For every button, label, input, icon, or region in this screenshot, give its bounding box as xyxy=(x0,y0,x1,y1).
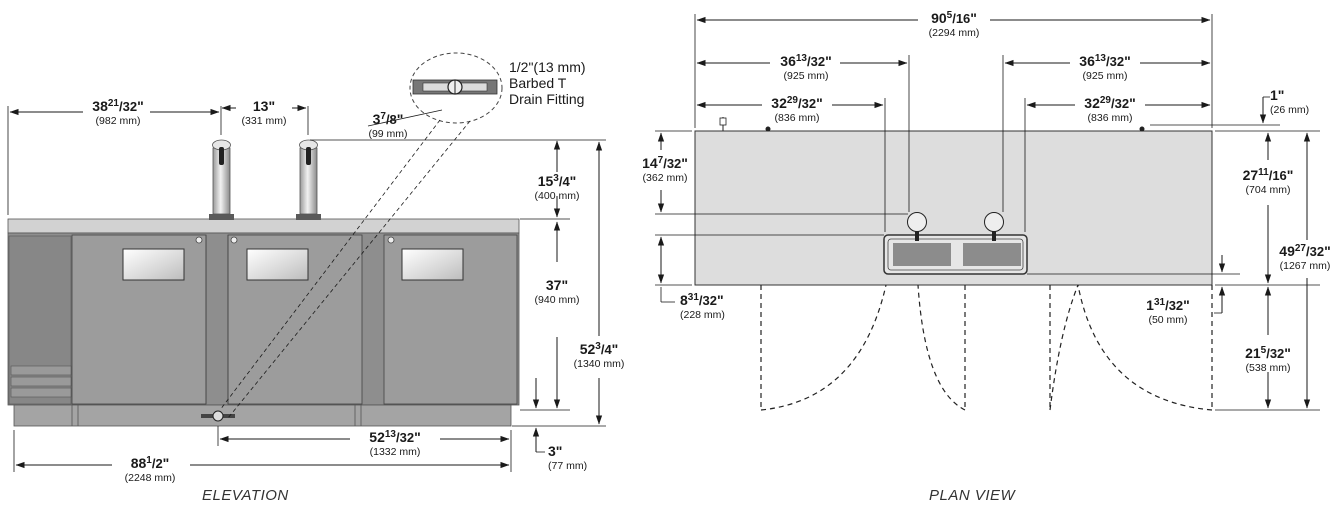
fitting-detail-callout xyxy=(219,52,503,419)
fitting-label: 1/2"(13 mm) Barbed T Drain Fitting xyxy=(509,59,586,107)
plan-view xyxy=(655,14,1320,411)
drip-tray xyxy=(883,234,1028,275)
svg-text:881/2": 881/2" xyxy=(131,455,170,471)
svg-text:131/32": 131/32" xyxy=(1146,297,1190,313)
fitting-type-text: Barbed T xyxy=(509,75,567,91)
svg-text:3229/32": 3229/32" xyxy=(1084,95,1135,111)
svg-text:37": 37" xyxy=(546,277,568,293)
plan-tap-left xyxy=(907,212,927,241)
cabinet-top xyxy=(7,218,520,234)
elevation-view: 1/2"(13 mm) Barbed T Drain Fitting xyxy=(7,52,606,472)
draft-tower-left xyxy=(209,139,234,220)
svg-text:(982 mm): (982 mm) xyxy=(96,115,141,127)
compressor-panel xyxy=(8,235,72,405)
svg-text:(26 mm): (26 mm) xyxy=(1270,104,1309,116)
dim-overall-height: 523/4"(1340 mm) xyxy=(574,341,625,370)
dim-door-swing: 215/32"(538 mm) xyxy=(1245,345,1291,374)
drain-fitting xyxy=(201,410,235,422)
svg-text:(925 mm): (925 mm) xyxy=(784,70,829,82)
dim-rear-to-tap: 147/32"(362 mm) xyxy=(642,155,688,184)
svg-text:(925 mm): (925 mm) xyxy=(1083,70,1128,82)
svg-text:(704 mm): (704 mm) xyxy=(1246,184,1291,196)
dim-drain-offset: 37/8"(99 mm) xyxy=(368,111,407,140)
svg-text:(1332 mm): (1332 mm) xyxy=(370,446,421,458)
dim-base-height: 3"(77 mm) xyxy=(548,443,587,472)
svg-text:3821/32": 3821/32" xyxy=(92,98,143,114)
dim-tap-spacing: 13"(331 mm) xyxy=(242,98,287,127)
elevation-caption: ELEVATION xyxy=(202,487,289,504)
rear-bumper-left xyxy=(765,126,771,132)
fitting-name-text: Drain Fitting xyxy=(509,91,584,107)
door-windows xyxy=(122,248,464,281)
svg-text:(362 mm): (362 mm) xyxy=(643,172,688,184)
svg-text:(77 mm): (77 mm) xyxy=(548,460,587,472)
svg-text:(940 mm): (940 mm) xyxy=(535,294,580,306)
svg-text:(50 mm): (50 mm) xyxy=(1148,314,1187,326)
svg-text:37/8": 37/8" xyxy=(373,111,404,127)
svg-text:3613/32": 3613/32" xyxy=(1079,53,1130,69)
dim-front-overhang: 131/32"(50 mm) xyxy=(1146,297,1190,326)
svg-text:905/16": 905/16" xyxy=(931,10,977,26)
door-swing-arcs xyxy=(760,284,1213,411)
draft-tower-right xyxy=(296,139,321,220)
svg-text:831/32": 831/32" xyxy=(680,292,724,308)
dim-tower-height: 153/4"(400 mm) xyxy=(535,173,580,202)
svg-text:(836 mm): (836 mm) xyxy=(1088,112,1133,124)
dim-plan-depth: 4927/32"(1267 mm) xyxy=(1279,243,1330,272)
dim-right-to-drip: 3229/32"(836 mm) xyxy=(1084,95,1135,124)
dim-left-to-drip: 3229/32"(836 mm) xyxy=(771,95,822,124)
vent-louvers xyxy=(10,365,72,398)
svg-text:(228 mm): (228 mm) xyxy=(680,309,725,321)
svg-text:13": 13" xyxy=(253,98,275,114)
dim-cabinet-height: 37"(940 mm) xyxy=(535,277,580,306)
cabinet-base xyxy=(13,404,512,427)
svg-text:(1340 mm): (1340 mm) xyxy=(574,358,625,370)
dim-plan-width: 905/16"(2294 mm) xyxy=(929,10,980,39)
elevation-extension-lines xyxy=(7,106,606,472)
power-cord-icon xyxy=(719,117,727,131)
svg-text:1/2"(13 mm): 1/2"(13 mm) xyxy=(509,59,586,75)
svg-text:5213/32": 5213/32" xyxy=(369,429,420,445)
svg-text:3": 3" xyxy=(548,443,562,459)
svg-text:2711/16": 2711/16" xyxy=(1243,167,1294,183)
svg-text:523/4": 523/4" xyxy=(580,341,619,357)
rear-bumper-right xyxy=(1139,126,1145,132)
dim-overall-width: 881/2"(2248 mm) xyxy=(125,455,176,484)
dim-drain-to-right: 5213/32"(1332 mm) xyxy=(369,429,420,458)
dim-drip-depth: 831/32"(228 mm) xyxy=(680,292,725,321)
svg-text:3229/32": 3229/32" xyxy=(771,95,822,111)
svg-text:215/32": 215/32" xyxy=(1245,345,1291,361)
svg-text:(2248 mm): (2248 mm) xyxy=(125,472,176,484)
svg-text:4927/32": 4927/32" xyxy=(1279,243,1330,259)
fitting-size-text: 1/2"(13 mm) xyxy=(509,59,586,75)
dim-right-to-tap2: 3613/32"(925 mm) xyxy=(1079,53,1130,82)
svg-text:(331 mm): (331 mm) xyxy=(242,115,287,127)
dim-left-to-tap1: 3613/32"(925 mm) xyxy=(780,53,831,82)
plan-tap-right xyxy=(984,212,1004,241)
svg-text:153/4": 153/4" xyxy=(538,173,577,189)
svg-text:147/32": 147/32" xyxy=(642,155,688,171)
dimension-annotations: 3821/32"(982 mm) 13"(331 mm) 37/8"(99 mm) 1… xyxy=(9,10,1331,484)
svg-text:3613/32": 3613/32" xyxy=(780,53,831,69)
svg-text:(836 mm): (836 mm) xyxy=(775,112,820,124)
dim-rear-offset: 1"(26 mm) xyxy=(1270,87,1309,116)
dim-rear-to-drip: 2711/16"(704 mm) xyxy=(1243,167,1294,196)
svg-text:(99 mm): (99 mm) xyxy=(368,128,407,140)
svg-text:(1267 mm): (1267 mm) xyxy=(1280,260,1331,272)
svg-text:1": 1" xyxy=(1270,87,1284,103)
plan-caption: PLAN VIEW xyxy=(929,487,1017,504)
svg-text:(2294 mm): (2294 mm) xyxy=(929,27,980,39)
dim-left-to-tap: 3821/32"(982 mm) xyxy=(92,98,143,127)
svg-text:(400 mm): (400 mm) xyxy=(535,190,580,202)
svg-text:(538 mm): (538 mm) xyxy=(1246,362,1291,374)
plan-extension-lines xyxy=(655,14,1320,411)
